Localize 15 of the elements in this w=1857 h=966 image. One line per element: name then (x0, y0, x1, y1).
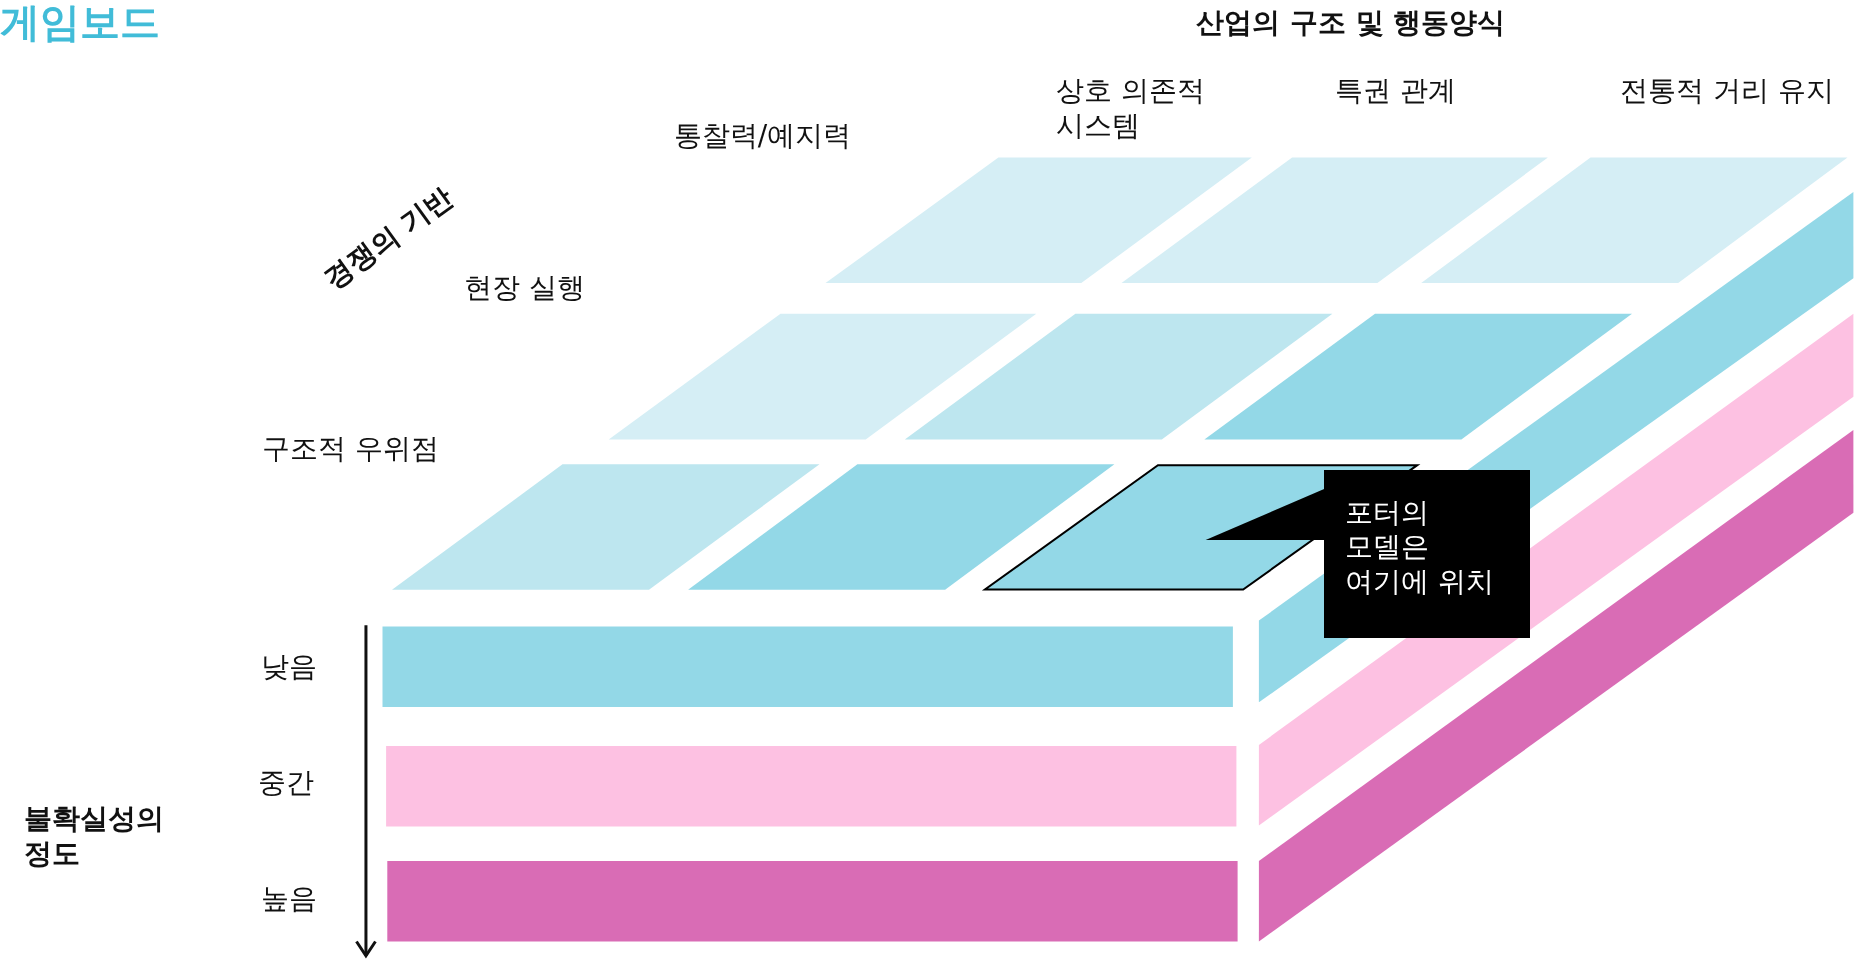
row-header: 구조적 우위점 (261, 431, 439, 467)
callout-pointer (1205, 487, 1327, 541)
column-header: 전통적 거리 유지 (1620, 73, 1834, 109)
axis-title: 불확실성의 정도 (23, 800, 165, 871)
row-header: 현장 실행 (464, 270, 586, 305)
column-header: 상호 의존적 시스템 (1056, 73, 1207, 144)
title: 게임보드 (0, 0, 160, 44)
column-header: 특권 관계 (1334, 73, 1456, 109)
axis-title: 산업의 구조 및 행동양식 (1196, 4, 1506, 40)
level-label: 중간 (258, 765, 315, 801)
callout-box (1324, 470, 1531, 639)
row-header: 통찰력/예지력 (673, 118, 852, 154)
level-label: 낮음 (260, 649, 317, 684)
level-label: 높음 (260, 881, 317, 917)
callout-text: 포터의 모델은 여기에 위치 (1345, 496, 1496, 599)
